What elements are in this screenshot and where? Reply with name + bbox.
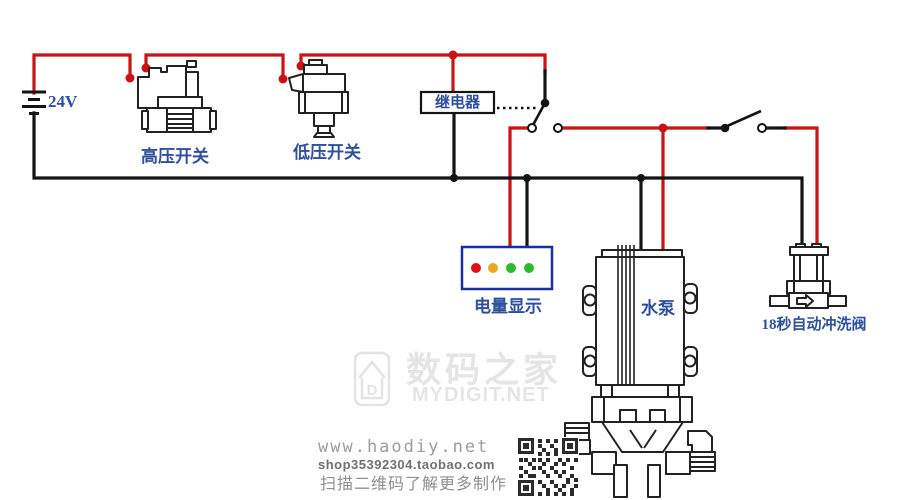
low-pressure-switch-drawing	[288, 59, 349, 138]
mydigit-logo-icon: D	[353, 351, 391, 407]
footer-scan-hint: 扫描二维码了解更多制作	[320, 476, 508, 493]
watermark-site-name: 数码之家	[406, 351, 563, 390]
footer-shop: shop35392304.taobao.com	[318, 457, 495, 472]
relay-label: 继电器	[434, 95, 480, 111]
relay-box	[419, 90, 496, 115]
qr-code	[517, 437, 579, 497]
low-pressure-switch-label: 低压开关	[293, 143, 361, 162]
water-pump-label: 水泵	[641, 299, 675, 318]
battery-display-label: 电量显示	[474, 297, 542, 316]
battery-voltage-label: 24V	[48, 92, 78, 111]
footer-website: www.haodiy.net	[318, 437, 490, 457]
negative-wires	[32, 69, 804, 253]
led-green-2	[524, 263, 534, 273]
led-red	[471, 263, 481, 273]
high-pressure-switch-label: 高压开关	[141, 147, 209, 166]
battery-symbol	[22, 90, 46, 115]
flush-valve-drawing	[769, 243, 847, 309]
valve-line-switch	[724, 109, 762, 129]
led-green-1	[506, 263, 516, 273]
led-amber	[488, 263, 498, 273]
flow-arrow-icon	[796, 294, 814, 308]
flush-valve-label: 18秒自动冲洗阀	[761, 317, 867, 333]
watermark-site-domain: MYDIGIT.NET	[412, 384, 550, 406]
high-pressure-switch-drawing	[137, 60, 217, 133]
water-pump-drawing	[564, 245, 716, 498]
svg-text:D: D	[367, 382, 378, 399]
positive-wires	[32, 53, 819, 253]
black-junction-dots	[450, 98, 730, 182]
switch-open-contacts	[527, 123, 767, 133]
